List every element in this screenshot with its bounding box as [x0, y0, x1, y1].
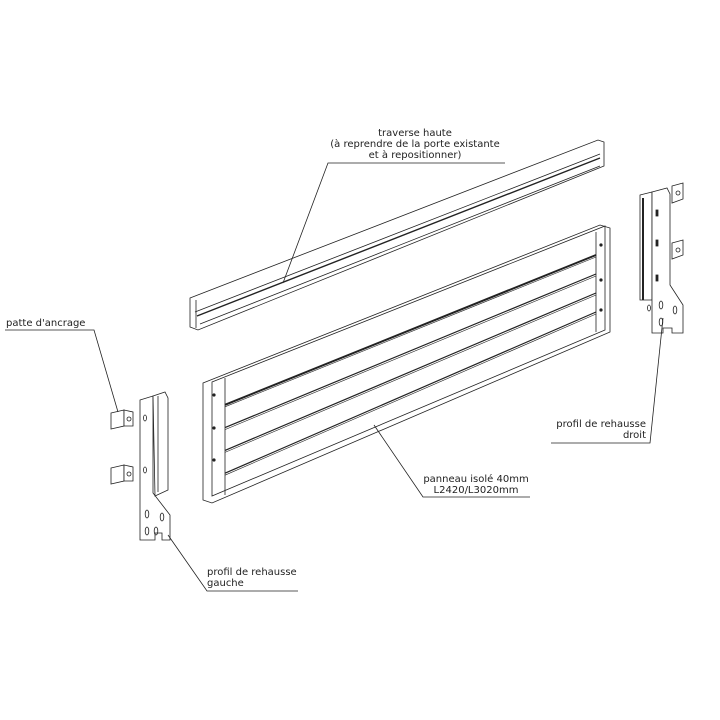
- leader-traverse: [282, 162, 505, 284]
- panel-label-line2: L2420/L3020mm: [433, 485, 519, 496]
- panel-groove: [224, 256, 597, 408]
- leader-left-profile: [167, 534, 298, 592]
- traverse-label-line1: traverse haute: [378, 128, 452, 139]
- top-crossbar: [189, 139, 605, 331]
- panel-groove: [224, 254, 597, 406]
- panel-label-line1: panneau isolé 40mm: [423, 474, 529, 485]
- panel-groove: [224, 311, 597, 474]
- panel-groove: [224, 292, 597, 451]
- anchor-bracket-3: [671, 182, 684, 204]
- leader-panel: [373, 424, 530, 498]
- right-profile-label-line2: droit: [622, 430, 646, 441]
- panel-groove: [224, 294, 597, 453]
- panel-label: panneau isolé 40mm L2420/L3020mm: [420, 474, 532, 496]
- panel-groove: [224, 313, 597, 476]
- right-profile-label: profil de rehausse droit: [540, 419, 646, 441]
- leader-right-profile: [551, 317, 664, 444]
- insulated-panel: [202, 224, 611, 504]
- left-profile-label: profil de rehausse gauche: [207, 567, 297, 589]
- anchor-bracket-2: [110, 464, 134, 485]
- traverse-label-line3: et à repositionner): [368, 150, 462, 161]
- left-profile-label-line2: gauche: [207, 578, 244, 589]
- leader-anchor: [5, 329, 119, 413]
- anchor-bracket-4: [671, 239, 684, 260]
- anchor-bracket-1: [110, 409, 134, 430]
- anchor-label: patte d'ancrage: [6, 318, 86, 329]
- panel-groove: [224, 275, 597, 430]
- traverse-label-line2: (à reprendre de la porte existante: [330, 139, 500, 150]
- panel-groove: [224, 273, 597, 429]
- right-raising-profile: [639, 187, 684, 334]
- traverse-label: traverse haute (à reprendre de la porte …: [315, 128, 515, 161]
- left-profile-label-line1: profil de rehausse: [207, 567, 297, 578]
- left-raising-profile: [139, 391, 171, 541]
- right-profile-label-line1: profil de rehausse: [556, 419, 646, 430]
